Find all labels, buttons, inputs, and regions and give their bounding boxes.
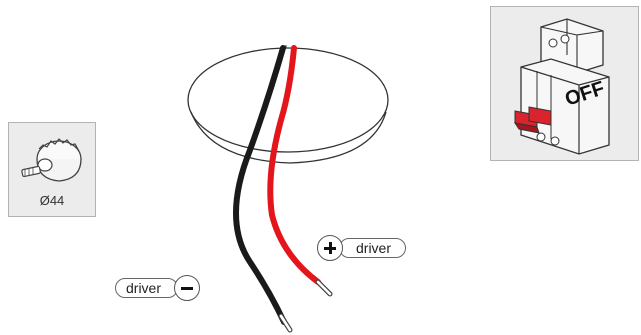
negative-wire <box>233 45 287 325</box>
positive-driver-callout: driver <box>317 235 407 261</box>
cutout-size-panel: Ø44 <box>8 122 96 217</box>
negative-driver-callout: driver <box>115 275 201 301</box>
breaker-toggle <box>528 106 552 126</box>
cutout-diameter-label: Ø44 <box>39 193 65 208</box>
hole-saw-icon <box>21 138 82 182</box>
positive-driver-label: driver <box>339 238 407 258</box>
circuit-breaker-panel: OFF <box>490 6 639 161</box>
positive-wire <box>267 45 321 285</box>
minus-icon <box>174 275 201 301</box>
negative-driver-label: driver <box>115 278 179 298</box>
circuit-breaker-icon <box>513 18 610 155</box>
plus-icon <box>317 235 343 261</box>
